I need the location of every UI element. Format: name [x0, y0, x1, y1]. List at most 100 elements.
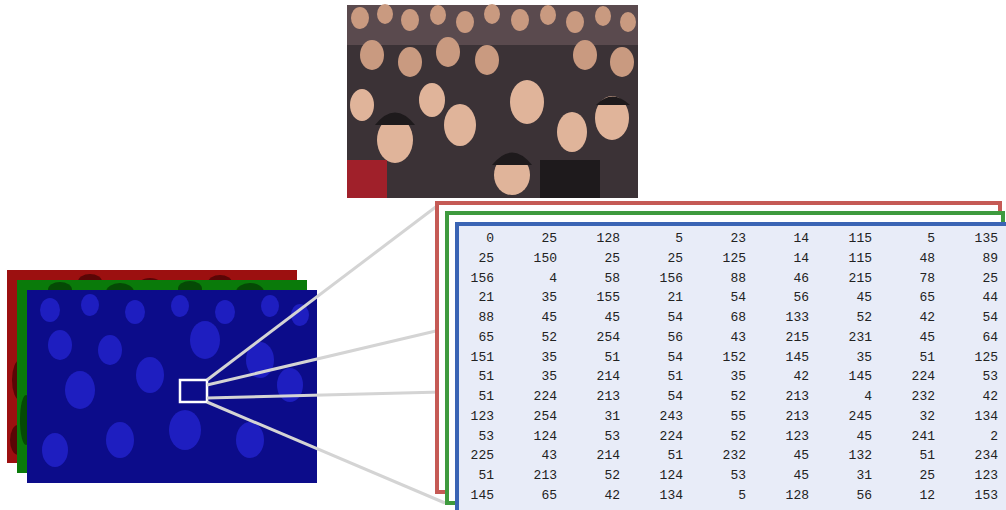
blue-matrix: [457, 224, 1006, 510]
table-cell: 5: [696, 489, 746, 503]
table-cell: 51: [444, 469, 494, 483]
table-cell: 25: [444, 252, 494, 266]
table-cell: 45: [885, 331, 935, 345]
table-cell: 45: [507, 311, 557, 325]
table-cell: 151: [444, 351, 494, 365]
table-cell: 52: [822, 311, 872, 325]
table-cell: 45: [822, 430, 872, 444]
table-cell: 25: [948, 272, 998, 286]
table-cell: 25: [885, 469, 935, 483]
table-cell: 52: [696, 430, 746, 444]
table-cell: 224: [633, 430, 683, 444]
table-cell: 35: [507, 351, 557, 365]
table-cell: 115: [822, 252, 872, 266]
table-cell: 135: [948, 232, 998, 246]
table-cell: 125: [696, 252, 746, 266]
table-cell: 54: [948, 311, 998, 325]
table-cell: 65: [444, 331, 494, 345]
table-cell: 2: [948, 430, 998, 444]
table-cell: 35: [507, 291, 557, 305]
channel-stack: [7, 270, 317, 483]
table-cell: 52: [696, 390, 746, 404]
table-cell: 145: [759, 351, 809, 365]
table-cell: 156: [444, 272, 494, 286]
table-cell: 51: [633, 449, 683, 463]
table-cell: 51: [885, 351, 935, 365]
table-cell: 88: [444, 311, 494, 325]
table-cell: 44: [948, 291, 998, 305]
table-cell: 68: [696, 311, 746, 325]
table-cell: 42: [570, 489, 620, 503]
table-cell: 64: [948, 331, 998, 345]
table-cell: 0: [444, 232, 494, 246]
table-cell: 78: [885, 272, 935, 286]
table-cell: 53: [570, 430, 620, 444]
table-cell: 23: [696, 232, 746, 246]
table-cell: 32: [885, 410, 935, 424]
table-cell: 213: [570, 390, 620, 404]
table-cell: 232: [696, 449, 746, 463]
table-cell: 214: [570, 370, 620, 384]
table-cell: 54: [696, 291, 746, 305]
table-cell: 145: [444, 489, 494, 503]
table-cell: 133: [759, 311, 809, 325]
table-cell: 31: [570, 410, 620, 424]
table-cell: 45: [759, 469, 809, 483]
table-cell: 5: [633, 232, 683, 246]
table-cell: 123: [444, 410, 494, 424]
table-cell: 14: [759, 252, 809, 266]
table-cell: 213: [507, 469, 557, 483]
table-cell: 51: [444, 390, 494, 404]
table-cell: 123: [948, 469, 998, 483]
table-cell: 14: [759, 232, 809, 246]
table-cell: 54: [633, 351, 683, 365]
table-cell: 124: [633, 469, 683, 483]
table-cell: 54: [633, 390, 683, 404]
table-cell: 125: [948, 351, 998, 365]
table-cell: 51: [444, 370, 494, 384]
table-cell: 54: [633, 311, 683, 325]
table-cell: 45: [822, 291, 872, 305]
table-cell: 46: [759, 272, 809, 286]
table-cell: 51: [885, 449, 935, 463]
table-cell: 4: [507, 272, 557, 286]
table-cell: 21: [633, 291, 683, 305]
table-cell: 214: [570, 449, 620, 463]
table-cell: 215: [759, 331, 809, 345]
table-cell: 153: [948, 489, 998, 503]
table-cell: 115: [822, 232, 872, 246]
table-cell: 65: [885, 291, 935, 305]
table-cell: 51: [633, 370, 683, 384]
table-cell: 45: [570, 311, 620, 325]
table-cell: 42: [948, 390, 998, 404]
table-cell: 88: [696, 272, 746, 286]
table-cell: 52: [570, 469, 620, 483]
table-cell: 21: [444, 291, 494, 305]
table-cell: 213: [759, 410, 809, 424]
guide-lines: [207, 206, 445, 503]
table-cell: 241: [885, 430, 935, 444]
table-cell: 4: [822, 390, 872, 404]
table-cell: 25: [507, 232, 557, 246]
table-cell: 53: [948, 370, 998, 384]
table-cell: 31: [822, 469, 872, 483]
table-cell: 234: [948, 449, 998, 463]
table-cell: 55: [696, 410, 746, 424]
table-cell: 48: [885, 252, 935, 266]
table-cell: 89: [948, 252, 998, 266]
table-cell: 132: [822, 449, 872, 463]
table-cell: 124: [507, 430, 557, 444]
table-cell: 254: [507, 410, 557, 424]
table-cell: 213: [759, 390, 809, 404]
table-cell: 156: [633, 272, 683, 286]
table-cell: 128: [570, 232, 620, 246]
table-cell: 43: [507, 449, 557, 463]
table-cell: 155: [570, 291, 620, 305]
table-cell: 123: [759, 430, 809, 444]
table-cell: 128: [759, 489, 809, 503]
table-cell: 51: [570, 351, 620, 365]
table-cell: 245: [822, 410, 872, 424]
table-cell: 35: [822, 351, 872, 365]
table-cell: 152: [696, 351, 746, 365]
